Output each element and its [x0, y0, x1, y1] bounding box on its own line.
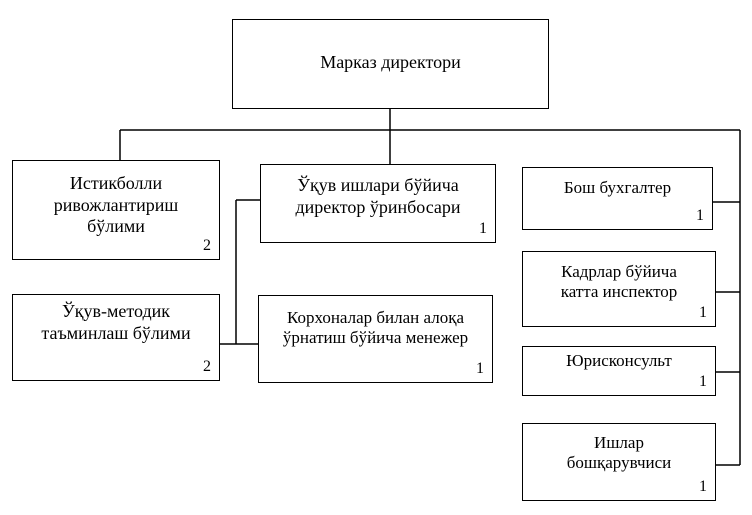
- root-title: Марказ директори: [320, 52, 461, 72]
- unit-count-deputy: 1: [479, 220, 487, 237]
- root-box-center-director: Марказ директори: [232, 19, 549, 109]
- unit-count-lawyer: 1: [699, 373, 707, 390]
- unit-box-lawyer: Юрисконсульт 1: [522, 346, 716, 396]
- unit-title-hr: Кадрлар бўйича катта инспектор: [560, 262, 678, 302]
- unit-count-enterprise: 1: [476, 360, 484, 377]
- unit-count-hr: 1: [699, 304, 707, 321]
- unit-box-methodic: Ўқув-методик таъминлаш бўлими 2: [12, 294, 220, 381]
- unit-count-methodic: 2: [203, 358, 211, 375]
- unit-box-deputy: Ўқув ишлари бўйича директор ўринбосари 1: [260, 164, 496, 243]
- unit-title-perspective: Истикболли ривожлантириш бўлими: [53, 173, 179, 237]
- unit-box-enterprise: Корхоналар билан алоқа ўрнатиш бўйича ме…: [258, 295, 493, 383]
- unit-count-perspective: 2: [203, 237, 211, 254]
- unit-box-perspective: Истикболли ривожлантириш бўлими 2: [12, 160, 220, 260]
- unit-title-accountant: Бош бухгалтер: [563, 178, 672, 197]
- unit-title-methodic: Ўқув-методик таъминлаш бўлими: [41, 301, 191, 343]
- unit-title-deputy: Ўқув ишлари бўйича директор ўринбосари: [295, 175, 461, 217]
- unit-count-accountant: 1: [696, 207, 704, 224]
- unit-count-clerk: 1: [699, 478, 707, 495]
- unit-box-hr: Кадрлар бўйича катта инспектор 1: [522, 251, 716, 327]
- unit-title-clerk: Ишлар бошқарувчиси: [566, 433, 672, 473]
- unit-title-lawyer: Юрисконсульт: [566, 351, 672, 370]
- unit-box-accountant: Бош бухгалтер 1: [522, 167, 713, 230]
- unit-title-enterprise: Корхоналар билан алоқа ўрнатиш бўйича ме…: [282, 308, 469, 348]
- unit-box-clerk: Ишлар бошқарувчиси 1: [522, 423, 716, 501]
